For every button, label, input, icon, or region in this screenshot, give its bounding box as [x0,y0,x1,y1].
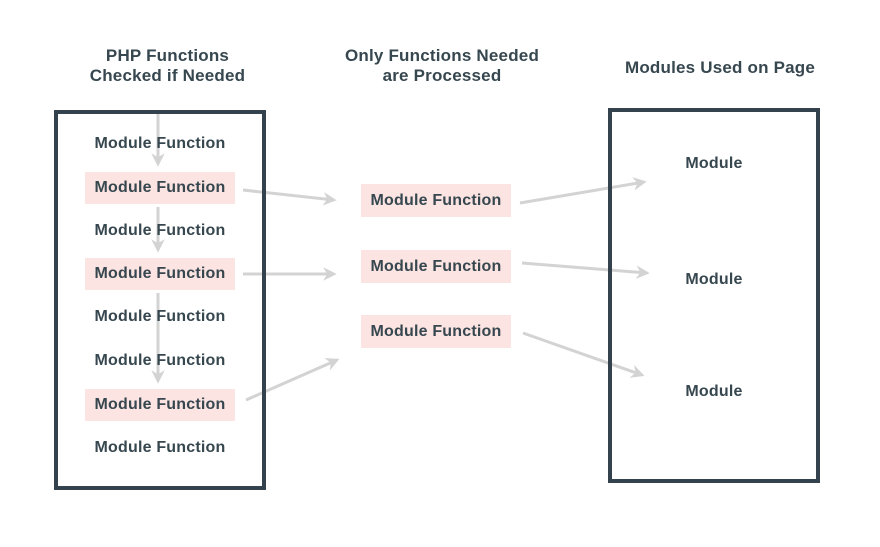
arrow-middle-item2-to-right-module2 [521,261,650,279]
arrow-left-item2-to-middle-item1 [242,188,337,206]
arrow-left-item7-to-middle-item3 [245,358,340,402]
left-column-header: PHP Functions Checked if Needed [60,46,275,86]
left-function-2: Module Function [85,172,235,204]
middle-function-2: Module Function [361,250,511,283]
arrow-middle-item1-to-right-module1 [519,177,647,205]
php-functions-box [54,110,266,490]
middle-function-3: Module Function [361,315,511,348]
left-function-4: Module Function [85,258,235,290]
left-function-5: Module Function [94,308,226,325]
left-header-line1: PHP Functions [105,46,230,65]
left-function-1: Module Function [94,135,226,152]
left-function-8: Module Function [94,439,226,456]
right-module-3: Module [685,383,743,400]
left-function-6: Module Function [94,352,226,369]
middle-header-line1: Only Functions Needed [344,46,540,65]
middle-function-1: Module Function [361,184,511,217]
middle-header-line2: are Processed [382,66,502,85]
right-header-line1: Modules Used on Page [624,58,816,77]
right-module-2: Module [685,271,743,288]
right-module-1: Module [685,155,743,172]
left-function-3: Module Function [94,222,226,239]
arrow-middle-item3-to-right-module3 [522,331,645,378]
left-function-7: Module Function [85,389,235,421]
left-header-line2: Checked if Needed [89,66,246,85]
middle-column-header: Only Functions Needed are Processed [330,46,554,86]
modules-box [608,108,820,483]
right-column-header: Modules Used on Page [605,58,835,78]
